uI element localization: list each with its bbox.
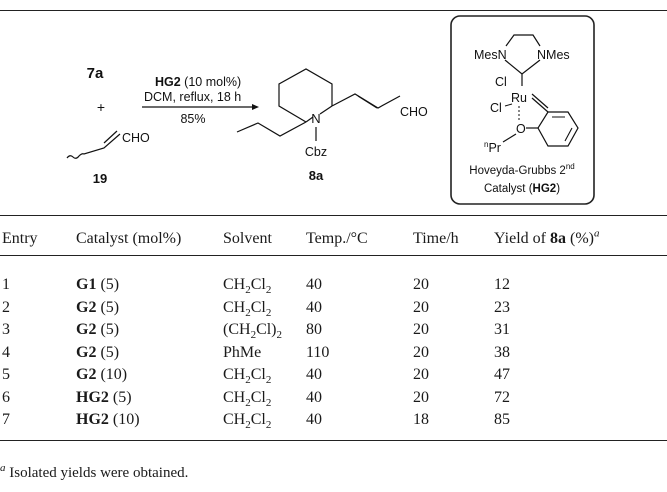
cell-solvent: CH2Cl2 — [223, 388, 272, 409]
bottom-rule — [0, 440, 667, 442]
product-nitrogen: N — [311, 111, 320, 126]
cell-yield: 47 — [494, 366, 510, 383]
cell-time: 18 — [413, 411, 429, 428]
cell-temp: 40 — [306, 276, 322, 293]
cell-catalyst: HG2 (10) — [76, 411, 140, 428]
header-solvent: Solvent — [223, 230, 272, 247]
product-8a: 8a — [309, 168, 324, 183]
cell-temp: 40 — [306, 366, 322, 383]
reactant-7a: 7a — [87, 65, 104, 82]
cell-catalyst: HG2 (5) — [76, 388, 132, 406]
condition-yield: 85% — [180, 112, 205, 126]
header-catalyst: Catalyst (mol%) — [76, 230, 182, 247]
cell-solvent: PhMe — [223, 343, 262, 361]
cell-entry: 3 — [2, 321, 10, 338]
header-entry: Entry — [2, 230, 38, 247]
cell-catalyst: G2 (10) — [76, 366, 128, 383]
cell-entry: 7 — [2, 411, 10, 428]
reactant-19-cho: CHO — [122, 131, 150, 145]
cell-time: 20 — [413, 321, 429, 338]
cell-time: 20 — [413, 388, 429, 406]
cell-catalyst: G1 (5) — [76, 276, 120, 293]
cell-yield: 23 — [494, 298, 510, 316]
header-yield: Yield of 8a (%)a — [494, 227, 600, 247]
cell-time: 20 — [413, 298, 429, 316]
ruthenium: Ru — [511, 91, 527, 105]
plus-sign: + — [97, 99, 105, 115]
crotonaldehyde-bonds — [66, 133, 121, 159]
cell-catalyst: G2 (5) — [76, 298, 120, 316]
chloride-1: Cl — [495, 75, 507, 89]
catalyst-name-line2: Catalyst (HG2) — [484, 183, 560, 195]
condition-solvent: DCM, reflux, 18 h — [144, 90, 241, 104]
cell-solvent: CH2Cl2 — [223, 276, 272, 297]
cell-yield: 72 — [494, 388, 510, 406]
reaction-scheme: 7a + CHO 19 HG2 (10 mol%) DCM, reflux, 1… — [66, 15, 595, 205]
top-rule — [0, 10, 667, 12]
cell-entry: 2 — [2, 298, 10, 316]
cell-solvent: (CH2Cl)2 — [223, 321, 283, 342]
product-cho: CHO — [400, 105, 428, 119]
catalyst-name-line1: Hoveyda-Grubbs 2nd — [469, 162, 574, 177]
cell-entry: 5 — [2, 366, 10, 383]
cell-entry: 4 — [2, 343, 10, 361]
cell-time: 20 — [413, 343, 429, 361]
ether-oxygen: O — [516, 122, 526, 136]
cell-solvent: CH2Cl2 — [223, 366, 272, 387]
table-footnote: a Isolated yields were obtained. — [0, 462, 189, 482]
cell-entry: 1 — [2, 276, 10, 293]
cell-solvent: CH2Cl2 — [223, 298, 272, 319]
product-cbz: Cbz — [305, 145, 327, 159]
cell-temp: 80 — [306, 321, 322, 338]
cell-catalyst: G2 (5) — [76, 321, 120, 338]
isopropyl-label: nPr — [484, 140, 501, 155]
piperidine-ring — [278, 68, 333, 123]
cell-catalyst: G2 (5) — [76, 343, 120, 361]
cell-temp: 40 — [306, 411, 322, 428]
cell-yield: 12 — [494, 276, 510, 293]
cell-yield: 85 — [494, 411, 510, 428]
cell-time: 20 — [413, 276, 429, 293]
mes-left: MesN — [474, 48, 507, 62]
chloride-2: Cl — [490, 101, 502, 115]
catalyst-box — [450, 15, 595, 205]
cell-time: 20 — [413, 366, 429, 383]
crotonaldehyde-double-bond — [103, 130, 118, 144]
cell-yield: 38 — [494, 343, 510, 361]
reactant-19: 19 — [93, 171, 107, 186]
cell-temp: 40 — [306, 298, 322, 316]
header-temp: Temp./°C — [306, 230, 368, 247]
header-top-rule — [0, 215, 667, 217]
header-time: Time/h — [413, 230, 459, 247]
header-bottom-rule — [0, 255, 667, 256]
cell-temp: 40 — [306, 388, 322, 406]
cell-solvent: CH2Cl2 — [223, 411, 272, 432]
cell-yield: 31 — [494, 321, 510, 338]
arrow-head — [252, 104, 259, 110]
mes-right: NMes — [537, 48, 570, 62]
condition-catalyst: HG2 (10 mol%) — [155, 75, 241, 89]
cell-entry: 6 — [2, 388, 10, 406]
cell-temp: 110 — [306, 343, 330, 361]
